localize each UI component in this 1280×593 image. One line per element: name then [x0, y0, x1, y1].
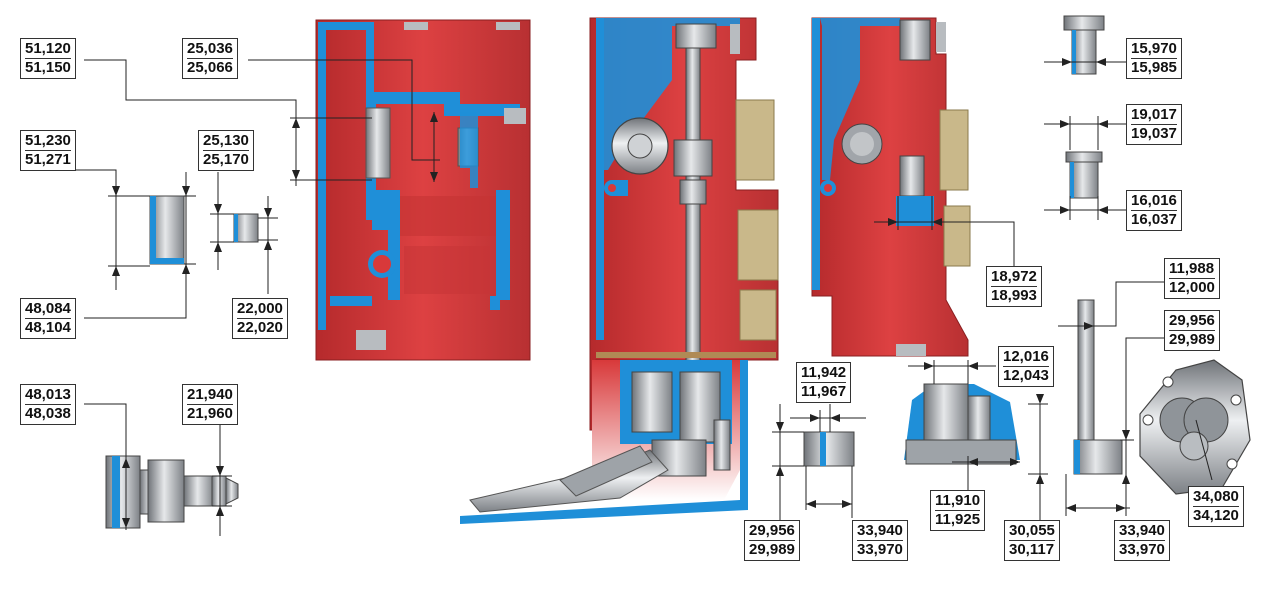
- engine-block-section-center: [460, 17, 779, 524]
- dimension-arrows: [112, 58, 1130, 528]
- dimension-lines: [58, 59, 1213, 536]
- oil-pump-housing: [1139, 359, 1251, 495]
- bearing-bushing-large: [149, 195, 185, 265]
- bearing-bushing-small: [233, 213, 259, 243]
- oil-pump-drive-shaft: [1073, 299, 1123, 475]
- engine-block-section-right: [811, 17, 971, 357]
- oil-pump-gear: [803, 431, 855, 467]
- bushing-mid-right: [1065, 151, 1103, 199]
- bushing-top-right: [1063, 15, 1105, 75]
- oil-pump-cover: [904, 383, 1020, 465]
- engine-block-section-left: [315, 19, 531, 361]
